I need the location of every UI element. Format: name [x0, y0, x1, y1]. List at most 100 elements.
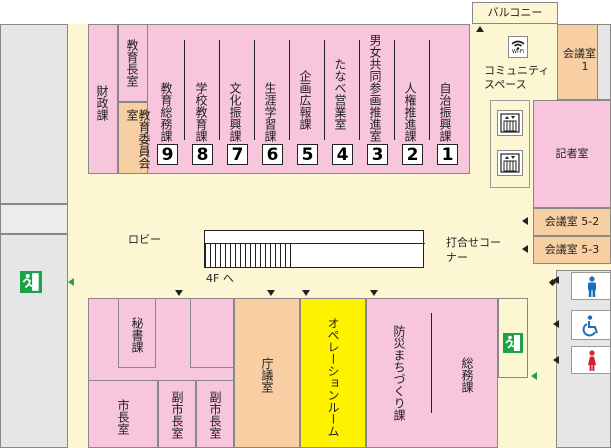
wifi-icon: Wi-Fi: [508, 36, 528, 58]
lobby-label: ロビー: [128, 233, 161, 246]
division-columns: 教育総務課 学校教育課 文化振興課 生涯学習課 企画広報課 たなべ営業室 男女共…: [150, 24, 466, 174]
left-arrow-icon: [553, 356, 559, 364]
wifi-text: Wi-Fi: [512, 48, 524, 55]
right-edge-gray-top: [597, 24, 611, 100]
meeting-room-5-1-label: 会議室5-1: [563, 47, 607, 74]
accessible-restroom-icon: [582, 315, 598, 337]
meeting-room-5-2-label: 会議室 5-2: [544, 215, 600, 229]
exit-direction-icon: [531, 372, 537, 380]
divider-line: [429, 40, 430, 140]
counter-8: 8: [192, 144, 213, 165]
stair-steps: [205, 243, 291, 267]
finance-div-label: 財政課: [95, 85, 109, 121]
women-restroom: [571, 346, 611, 374]
elevator-symbol-icon: [500, 113, 520, 133]
accessible-restroom: [571, 310, 611, 340]
left-gray-block-upper: [0, 24, 68, 204]
deputy-mayor-1-label: 副市長室: [170, 391, 184, 439]
meeting-room-5-3[interactable]: 会議室 5-3: [533, 236, 611, 264]
mayor-office-label: 市長室: [116, 399, 130, 435]
left-arrow-icon: [522, 245, 528, 253]
elevator-icon: [497, 110, 523, 136]
up-arrow-icon: [476, 26, 484, 32]
small-room: [190, 298, 234, 368]
men-restroom: [571, 272, 611, 300]
council-office[interactable]: 庁議室: [234, 298, 300, 448]
mayor-office[interactable]: 市長室: [88, 380, 158, 448]
finance-div[interactable]: 財政課: [88, 24, 118, 174]
divider-line: [254, 40, 255, 140]
disaster-prevention-label: 防災まちづくり課: [392, 325, 406, 421]
down-arrow-icon: [267, 290, 275, 296]
counter-2: 2: [402, 144, 423, 165]
autonomy-promotion-label: 自治振興課: [438, 82, 452, 142]
left-stair-block: [0, 204, 68, 234]
stair-landing-line: [291, 243, 425, 244]
education-chief-label: 教育長室: [125, 39, 139, 87]
down-arrow-icon: [175, 290, 183, 296]
to-4f-label: 4F へ: [206, 272, 234, 285]
division-area: 教育総務課 学校教育課 文化振興課 生涯学習課 企画広報課 たなべ営業室 男女共…: [150, 24, 466, 174]
meeting-room-5-3-label: 会議室 5-3: [544, 243, 600, 257]
gender-equality-label: 男女共同参画推進室: [368, 34, 382, 142]
community-space: Wi-Fi コミュニティスペース: [470, 24, 558, 100]
divider-line: [394, 40, 395, 140]
exit-direction-icon: [68, 278, 74, 286]
counter-5: 5: [297, 144, 318, 165]
exit-sign-icon: [20, 271, 42, 293]
counter-4: 4: [332, 144, 353, 165]
balcony: バルコニー: [472, 2, 558, 24]
wifi-symbol-icon: [511, 40, 525, 50]
disaster-general-block: 防災まちづくり課 総務課: [366, 298, 498, 448]
deputy-mayor-office-2[interactable]: 副市長室: [196, 380, 234, 448]
men-restroom-icon: [588, 276, 596, 297]
culture-promotion-label: 文化振興課: [228, 82, 242, 142]
press-room[interactable]: 記者室: [533, 100, 611, 208]
education-chief-room[interactable]: 教育長室: [118, 24, 148, 102]
counter-3: 3: [367, 144, 388, 165]
secretary-label: 秘書課: [130, 317, 144, 353]
divider-line: [289, 40, 290, 140]
left-arrow-icon: [522, 217, 528, 225]
deputy-mayor-2-label: 副市長室: [208, 391, 222, 439]
staircase[interactable]: [204, 230, 425, 268]
running-man-icon: [22, 273, 39, 291]
education-board-room-label: 教育委員会室: [125, 109, 151, 169]
community-space-label: コミュニティスペース: [484, 64, 550, 91]
education-board-room[interactable]: 教育委員会室: [118, 102, 151, 174]
general-affairs-label: 総務課: [460, 357, 474, 393]
exit-sign-icon: [503, 333, 523, 353]
stair-rail: [205, 243, 291, 244]
left-arrow-icon: [553, 276, 559, 284]
school-education-label: 学校教育課: [194, 82, 208, 142]
left-arrow-icon: [553, 320, 559, 328]
counter-7: 7: [227, 144, 248, 165]
down-arrow-icon: [302, 290, 310, 296]
down-arrow-icon: [370, 290, 378, 296]
education-general-label: 教育総務課: [159, 82, 173, 142]
counter-1: 1: [437, 144, 458, 165]
balcony-label: バルコニー: [487, 6, 543, 20]
council-office-label: 庁議室: [260, 357, 274, 393]
deputy-mayor-office-1[interactable]: 副市長室: [158, 380, 196, 448]
planning-pr-label: 企画広報課: [298, 70, 312, 130]
operation-room[interactable]: オペレーションルーム: [300, 298, 366, 448]
operation-room-label: オペレーションルーム: [326, 317, 340, 437]
meeting-room-5-2[interactable]: 会議室 5-2: [533, 208, 611, 236]
secretary-room[interactable]: 秘書課: [118, 298, 156, 368]
running-man-icon: [505, 335, 520, 351]
divider-line: [431, 313, 432, 413]
elevator-icon: [497, 150, 523, 176]
tanabe-sales-label: たなべ営業室: [333, 58, 347, 130]
divider-line: [219, 40, 220, 140]
elevator-symbol-icon: [500, 153, 520, 173]
women-restroom-icon: [588, 350, 596, 371]
meeting-corner-label: 打合せコーナー: [446, 236, 501, 264]
press-room-label: 記者室: [555, 147, 589, 161]
counter-9: 9: [157, 144, 178, 165]
lifelong-learning-label: 生涯学習課: [263, 82, 277, 142]
divider-line: [324, 40, 325, 140]
divider-line: [184, 40, 185, 140]
counter-6: 6: [262, 144, 283, 165]
human-rights-label: 人権推進課: [403, 82, 417, 142]
